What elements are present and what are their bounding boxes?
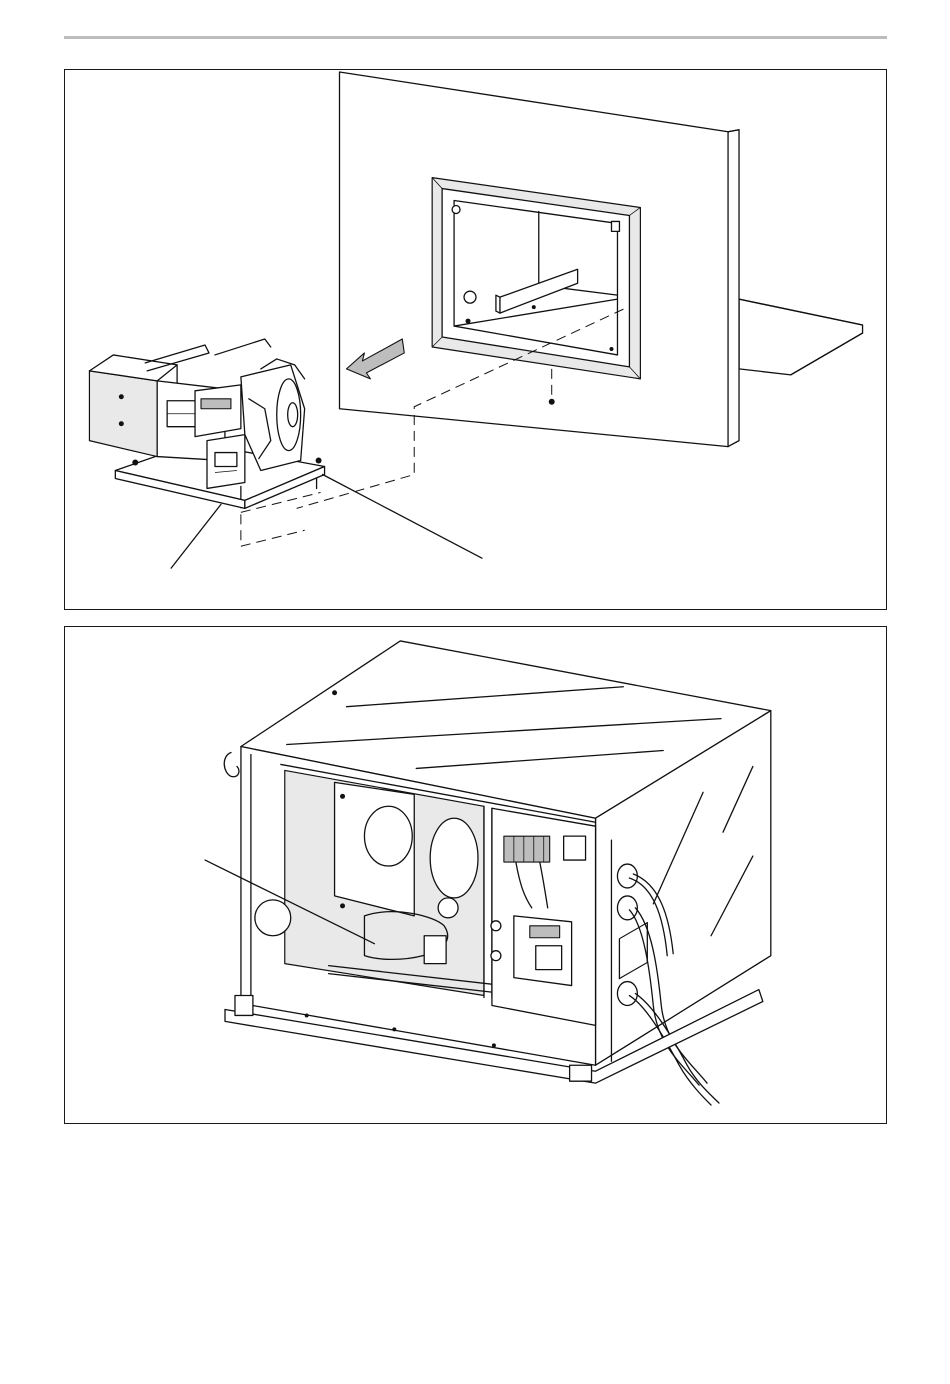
leader-line-screw [323, 474, 482, 558]
screw-hole-marker [549, 399, 555, 405]
header-rule [64, 36, 887, 39]
figure-1-installation [64, 69, 887, 610]
terminal-block [504, 836, 550, 862]
figure-2-drawing [65, 627, 886, 1123]
leader-line-base [171, 504, 221, 568]
figure-2-rear-view [64, 626, 887, 1124]
hook [224, 752, 239, 776]
figure-1-drawing [65, 70, 886, 609]
wall-opening-frame [432, 178, 640, 379]
floor-shelf [739, 299, 863, 375]
air-conditioning-unit [89, 339, 324, 508]
